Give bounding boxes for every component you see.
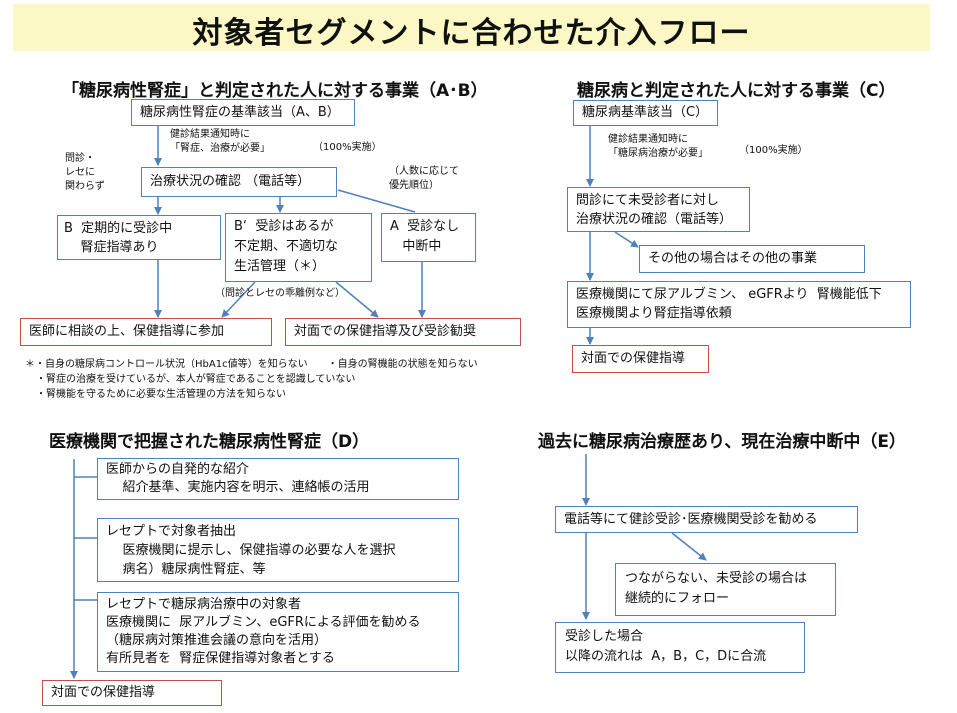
ab-box-b2: B‘ 受診はあるが 不定期、不適切な 生活管理（＊） (225, 213, 372, 282)
section-ab-heading: 「糖尿病性腎症」と判定された人に対する事業（A･B） (62, 81, 488, 101)
section-d-heading: 医療機関で把握された糖尿病性腎症（D） (49, 432, 370, 452)
d-box-receipt: レセプトで対象者抽出 医療機関に提示し、保健指導の必要な人を選択 病名）糖尿病性… (97, 518, 459, 582)
d-box-treatment: レセプトで糖尿病治療中の対象者 医療機関に 尿アルブミン、eGFRによる評価を勧… (97, 592, 459, 672)
d-box-referral: 医師からの自発的な紹介 紹介基準、実施内容を明示、連絡帳の活用 (97, 458, 459, 500)
e-followup-box: つながらない、未受診の場合は 継続的にフォロー (615, 563, 836, 616)
ab-footnote-2: ・腎症の治療を受けているが、本人が腎症であることを認識していない (36, 374, 356, 385)
ab-criteria-box: 糖尿病性腎症の基準該当（A、B） (131, 99, 355, 126)
c-notice-note: 健診結果通知時に 「糖尿病治療が必要」 (608, 134, 708, 159)
c-100pct-note: （100%実施） (739, 145, 808, 156)
ab-box-b: B 定期的に受診中 腎症指導あり (57, 215, 221, 260)
ab-result-right: 対面での保健指導及び受診勧奨 (285, 318, 521, 346)
section-e-heading: 過去に糖尿病治療歴あり、現在治療中断中（E） (538, 432, 906, 452)
ab-confirm-box: 治療状況の確認 （電話等） (141, 167, 337, 197)
arrow-ab-b2-to-left-result (221, 281, 256, 318)
arrow-e-recommend-to-followup (671, 532, 707, 561)
page-title: 対象者セグメントに合わせた介入フロー (192, 16, 751, 51)
ab-result-left: 医師に相談の上、保健指導に参加 (20, 318, 272, 346)
ab-left-note: 問診・ レセに 関わらず (65, 153, 105, 192)
ab-priority-note: （人数に応じて 優先順位） (389, 166, 459, 191)
c-lowfunc-box: 医療機関にて尿アルブミン、 eGFRより 腎機能低下 医療機関より腎症指導依頼 (567, 281, 911, 328)
ab-footnote-1: ＊・自身の糖尿病コントロール状況（HbA1c値等）を知らない ・自身の腎機能の状… (25, 359, 478, 370)
section-c-heading: 糖尿病と判定された人に対する事業（C） (577, 81, 896, 101)
c-criteria-box: 糖尿病基準該当（C） (573, 100, 718, 126)
e-recommend-box: 電話等にて健診受診･医療機関受診を勧める (555, 506, 858, 533)
arrow-ab-b2-to-right-result (335, 281, 379, 318)
e-visited-box: 受診した場合 以降の流れは A，B，C，Dに合流 (555, 622, 805, 673)
c-confirm-box: 問診にて未受診者に対し 治療状況の確認（電話等） (567, 187, 750, 232)
ab-divergence-note: （問診とレセの乖離例など） (215, 288, 345, 299)
line-ab-confirm-to-a (337, 189, 416, 213)
ab-box-a: A 受診なし 中断中 (381, 213, 476, 262)
ab-100pct-note: （100%実施） (313, 142, 382, 153)
ab-notice-note: 健診結果通知時に 「腎症、治療が必要」 (170, 129, 270, 154)
c-other-box: その他の場合はその他の事業 (639, 245, 865, 273)
ab-footnote-3: ・腎機能を守るために必要な生活管理の方法を知らない (36, 389, 286, 400)
arrow-c-confirm-to-other (614, 231, 639, 248)
d-result-box: 対面での保健指導 (42, 680, 222, 706)
title-band: 対象者セグメントに合わせた介入フロー (13, 4, 930, 51)
c-result-box: 対面での保健指導 (572, 345, 709, 373)
